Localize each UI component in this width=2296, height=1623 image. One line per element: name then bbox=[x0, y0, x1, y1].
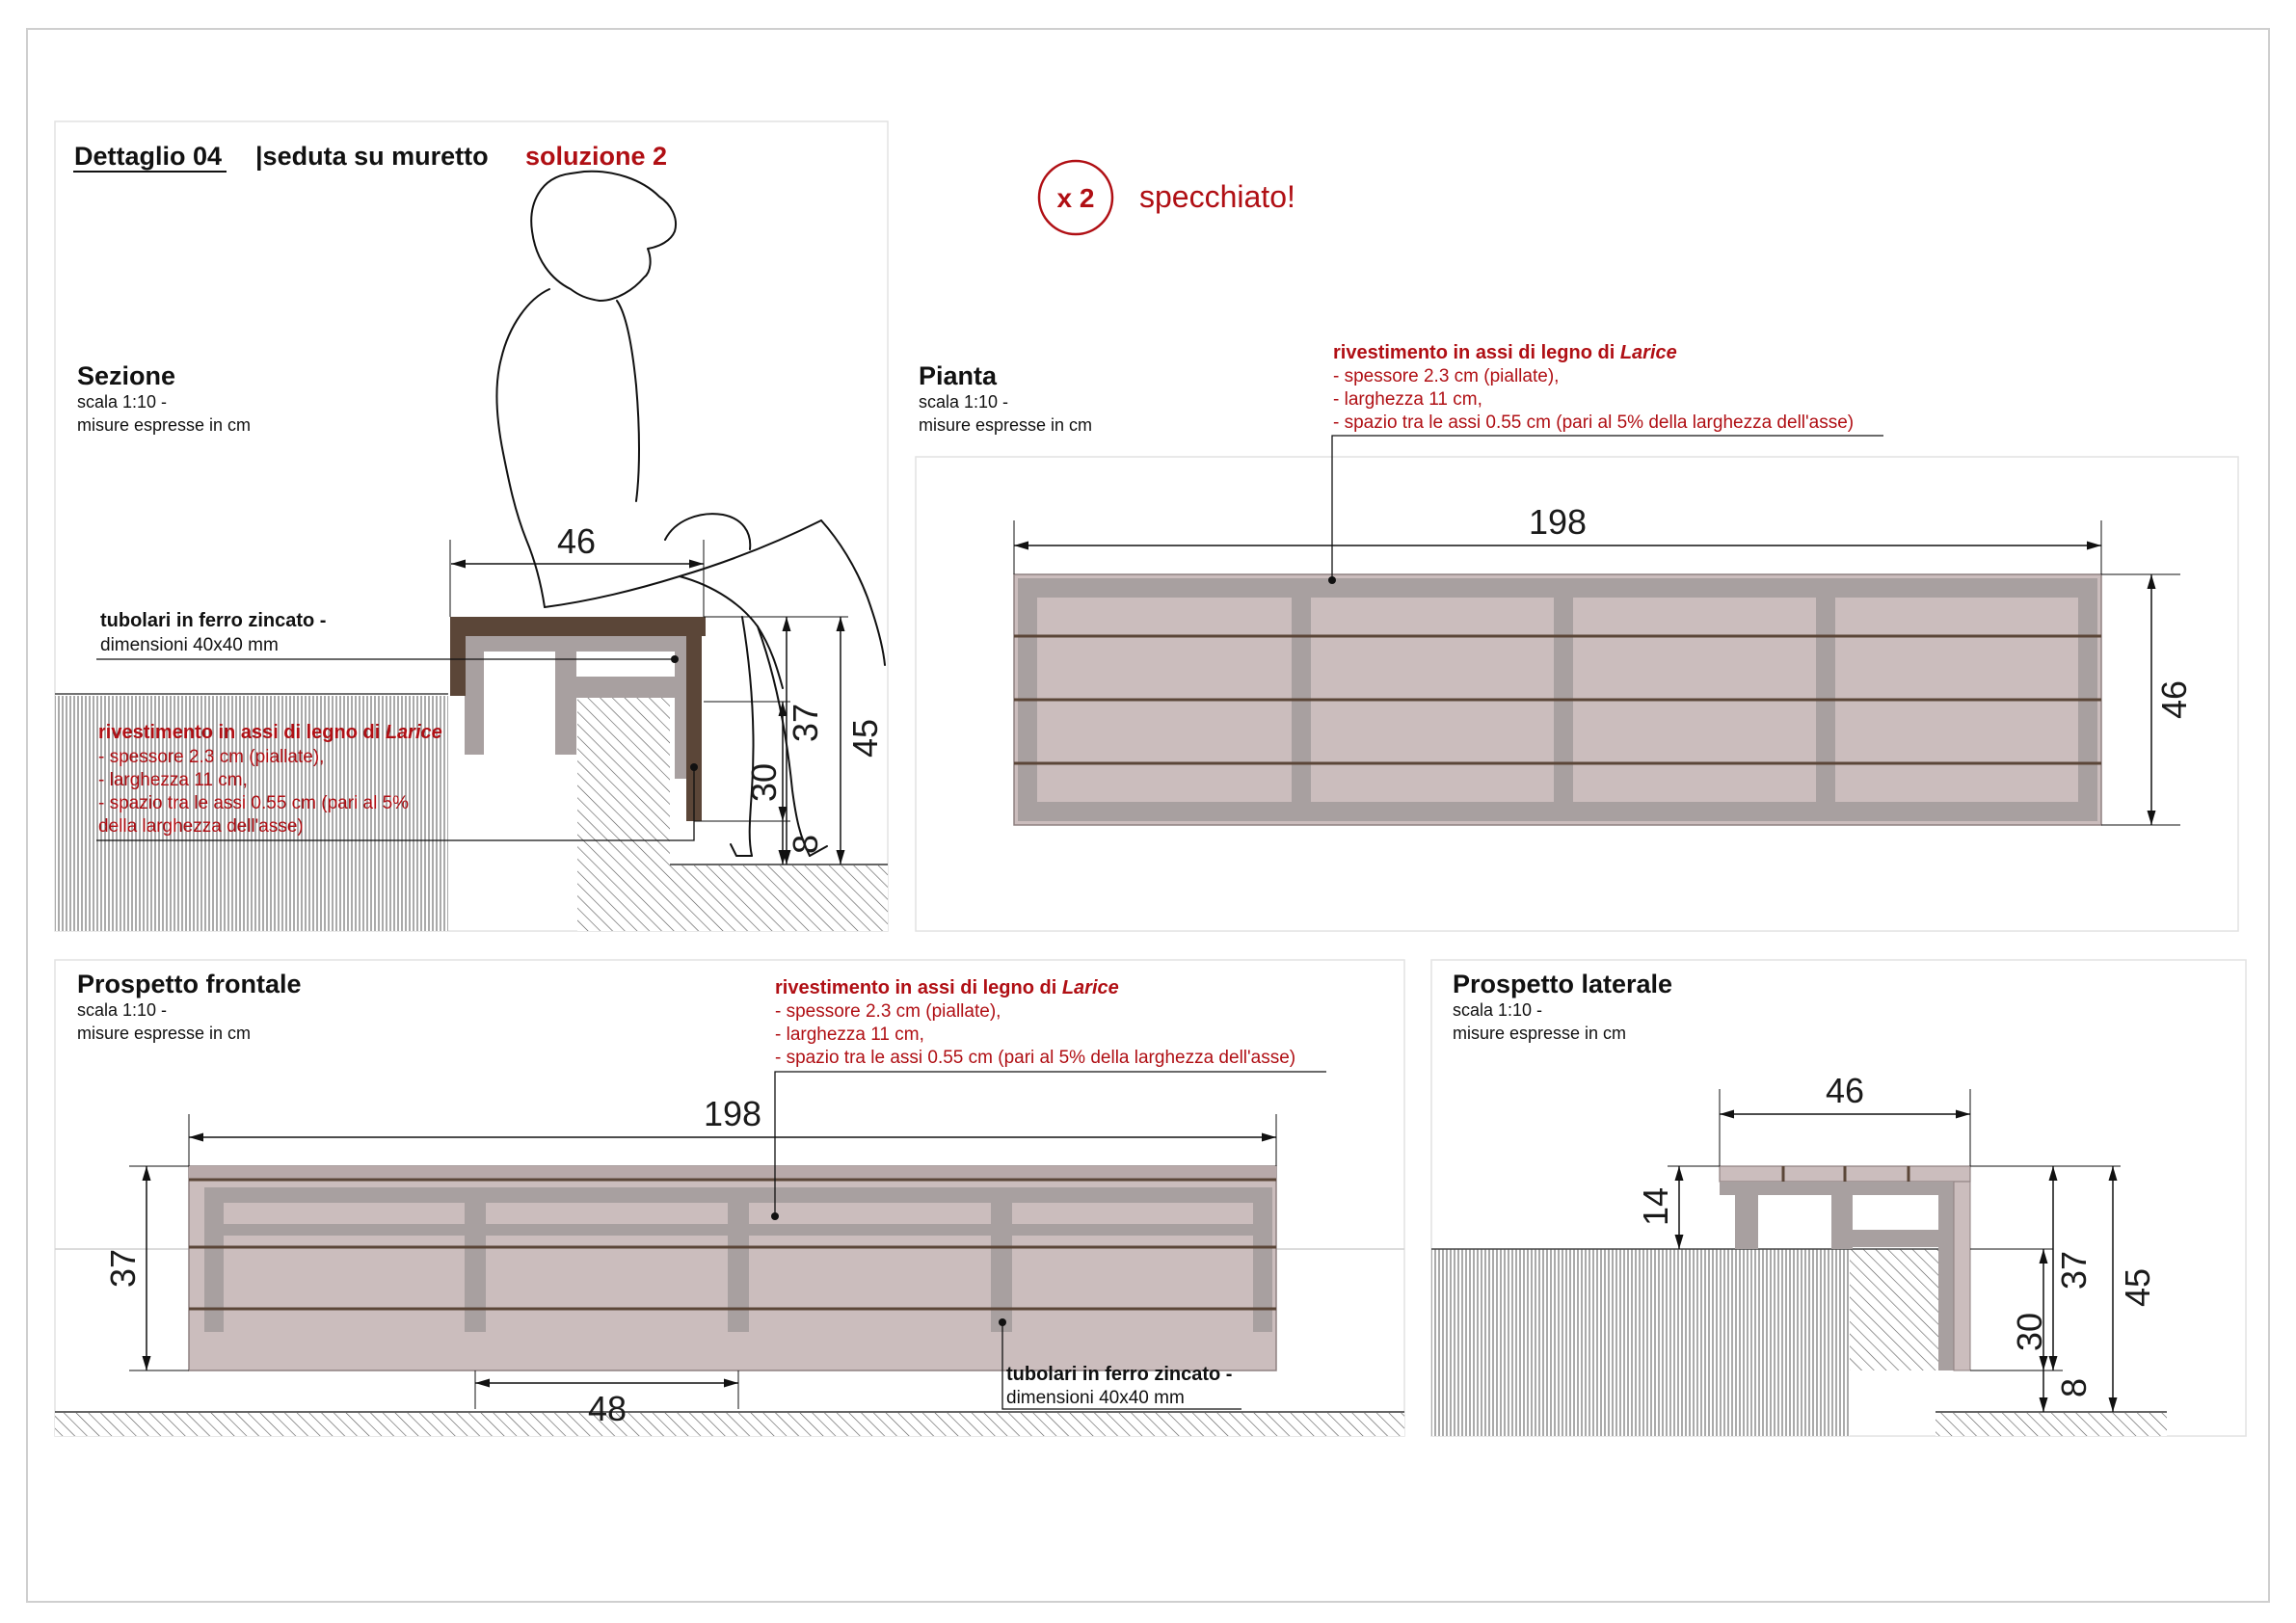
frontale-cladding-thickness: - spessore 2.3 cm (piallate), bbox=[775, 1001, 1001, 1022]
dim-sezione-total: 45 bbox=[845, 719, 885, 758]
sezione-tube-title: tubolari in ferro zincato - bbox=[100, 610, 326, 631]
pianta-frame bbox=[915, 456, 2239, 932]
sezione-cladding-gap-2: della larghezza dell'asse) bbox=[98, 816, 304, 837]
pianta-cladding-thickness: - spessore 2.3 cm (piallate), bbox=[1333, 366, 1559, 386]
view-pianta: Pianta scala 1:10 - misure espresse in c… bbox=[915, 342, 2239, 932]
sezione-cladding-thickness: - spessore 2.3 cm (piallate), bbox=[98, 747, 324, 767]
frontale-cladding-title: rivestimento in assi di legno di Larice bbox=[775, 977, 1119, 998]
laterale-frame-top bbox=[1720, 1182, 1970, 1195]
pianta-cladding-leader bbox=[1331, 435, 1883, 580]
sezione-cladding-dot bbox=[690, 763, 698, 771]
dim-sezione-wall: 30 bbox=[744, 763, 784, 802]
detail-subject: |seduta su muretto bbox=[255, 142, 489, 171]
frontale-tube-title: tubolari in ferro zincato - bbox=[1006, 1364, 1232, 1385]
frontale-units: misure espresse in cm bbox=[77, 1024, 251, 1043]
frontale-title: Prospetto frontale bbox=[77, 970, 302, 998]
laterale-wall-hatch bbox=[1431, 1249, 1850, 1436]
laterale-frame-inner bbox=[1853, 1230, 1941, 1247]
dim-pianta-length: 198 bbox=[1529, 502, 1587, 542]
badge-note: specchiato! bbox=[1139, 179, 1295, 214]
ground-hatch bbox=[577, 865, 888, 931]
frontale-ground bbox=[55, 1413, 1404, 1436]
sezione-cladding-width: - larghezza 11 cm, bbox=[98, 770, 248, 790]
frontale-frame-top bbox=[204, 1187, 1261, 1203]
sheet-frame bbox=[26, 28, 2270, 1603]
frontale-tube-leader bbox=[1001, 1322, 1241, 1410]
sezione-cladding-title: rivestimento in assi di legno di Larice bbox=[98, 722, 442, 743]
detail-code: Dettaglio 04 bbox=[74, 142, 222, 171]
sezione-tube-size: dimensioni 40x40 mm bbox=[100, 635, 279, 655]
sezione-units: misure espresse in cm bbox=[77, 415, 251, 435]
frontale-leg-4 bbox=[991, 1203, 1012, 1332]
wall-hatch bbox=[55, 696, 448, 931]
pianta-scale: scala 1:10 - bbox=[919, 392, 1008, 412]
dim-sezione-base: 8 bbox=[786, 835, 825, 854]
dim-laterale-top: 14 bbox=[1636, 1187, 1675, 1226]
view-laterale: Prospetto laterale scala 1:10 - misure e… bbox=[1430, 959, 2247, 1437]
frontale-leg-2 bbox=[465, 1203, 486, 1332]
sezione-title: Sezione bbox=[77, 361, 175, 390]
dim-frontale-height: 37 bbox=[103, 1249, 143, 1288]
mirror-badge: x 2 specchiato! bbox=[1037, 159, 1295, 236]
dim-frontale-spacing: 48 bbox=[588, 1389, 627, 1428]
view-sezione: Sezione scala 1:10 - misure espresse in … bbox=[54, 120, 889, 932]
frontale-cladding-width: - larghezza 11 cm, bbox=[775, 1024, 924, 1045]
laterale-title: Prospetto laterale bbox=[1453, 970, 1672, 998]
badge-circle bbox=[1037, 159, 1114, 236]
frontale-scale: scala 1:10 - bbox=[77, 1000, 167, 1020]
pianta-units: misure espresse in cm bbox=[919, 415, 1092, 435]
frontale-cladding-dot bbox=[771, 1212, 779, 1220]
dim-laterale-depth: 46 bbox=[1826, 1071, 1864, 1110]
wood-seat-front bbox=[686, 617, 702, 821]
sezione-frame bbox=[54, 120, 889, 932]
frontale-leg-3 bbox=[728, 1203, 749, 1332]
frontale-top-board bbox=[189, 1166, 1276, 1180]
laterale-ground bbox=[1936, 1413, 2167, 1436]
pianta-title: Pianta bbox=[919, 361, 998, 390]
dim-frontale-length: 198 bbox=[704, 1094, 761, 1133]
dim-laterale-wall: 30 bbox=[2010, 1313, 2049, 1351]
laterale-front-board bbox=[1953, 1181, 1971, 1371]
laterale-units: misure espresse in cm bbox=[1453, 1024, 1626, 1043]
steel-frame-back bbox=[675, 652, 686, 779]
laterale-scale: scala 1:10 - bbox=[1453, 1000, 1542, 1020]
dim-sezione-depth: 46 bbox=[557, 521, 596, 561]
steel-frame-top bbox=[482, 636, 699, 652]
laterale-wall-core bbox=[1850, 1249, 1938, 1370]
dim-pianta-depth: 46 bbox=[2154, 680, 2194, 719]
sezione-scale: scala 1:10 - bbox=[77, 392, 167, 412]
wood-seat-top bbox=[450, 617, 706, 636]
frontale-leg-1 bbox=[204, 1187, 224, 1332]
steel-frame-post bbox=[555, 636, 576, 755]
detail-solution: soluzione 2 bbox=[525, 142, 667, 171]
sezione-cladding-leader bbox=[96, 767, 695, 841]
steel-frame-leg-left bbox=[465, 636, 484, 755]
header: Dettaglio 04 |seduta su muretto soluzion… bbox=[73, 142, 667, 173]
wood-seat-side bbox=[450, 617, 466, 696]
frontale-cladding-gap: - spazio tra le assi 0.55 cm (pari al 5%… bbox=[775, 1048, 1295, 1068]
wall-core-hatch bbox=[577, 696, 670, 865]
frontale-cladding-leader bbox=[774, 1071, 1326, 1216]
steel-frame-inner bbox=[576, 677, 682, 698]
dim-laterale-total: 45 bbox=[2118, 1268, 2157, 1307]
pianta-cladding-width: - larghezza 11 cm, bbox=[1333, 389, 1482, 410]
dim-laterale-seat: 37 bbox=[2054, 1251, 2094, 1290]
pianta-cladding-title: rivestimento in assi di legno di Larice bbox=[1333, 342, 1677, 363]
badge-count: x 2 bbox=[1057, 183, 1095, 213]
dim-laterale-base: 8 bbox=[2054, 1378, 2094, 1397]
laterale-frame-leg bbox=[1735, 1195, 1758, 1249]
laterale-frame-post bbox=[1831, 1195, 1853, 1249]
frontale-tube-dot bbox=[999, 1318, 1006, 1326]
dim-sezione-seat: 37 bbox=[786, 704, 825, 742]
view-frontale: Prospetto frontale scala 1:10 - misure e… bbox=[54, 959, 1405, 1437]
frontale-leg-5 bbox=[1253, 1187, 1272, 1332]
frontale-tube-size: dimensioni 40x40 mm bbox=[1006, 1388, 1185, 1408]
sezione-cladding-gap-1: - spazio tra le assi 0.55 cm (pari al 5% bbox=[98, 793, 409, 813]
laterale-frame-back bbox=[1938, 1195, 1954, 1370]
pianta-cladding-dot bbox=[1328, 576, 1336, 584]
pianta-cladding-gap: - spazio tra le assi 0.55 cm (pari al 5%… bbox=[1333, 412, 1854, 433]
sezione-tube-dot bbox=[671, 655, 679, 663]
